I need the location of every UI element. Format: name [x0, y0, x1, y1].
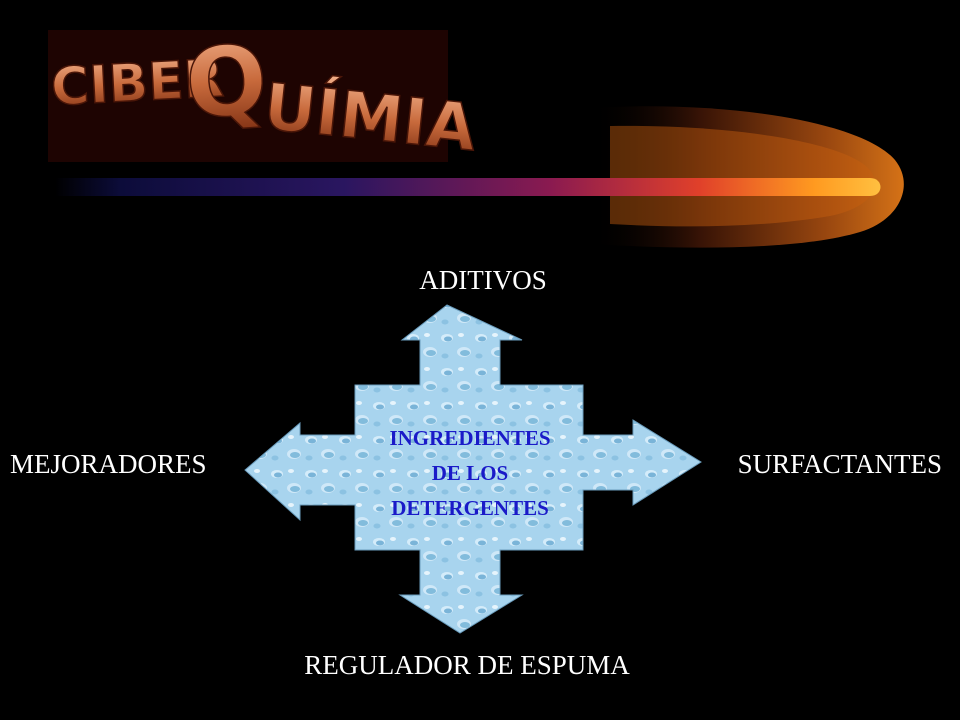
center-line-3: DETERGENTES: [391, 496, 549, 520]
label-regulador-de-espuma: REGULADOR DE ESPUMA: [304, 650, 630, 680]
label-mejoradores: MEJORADORES: [10, 449, 207, 479]
label-surfactantes: SURFACTANTES: [737, 449, 942, 479]
svg-text:CIBER: CIBER: [50, 49, 226, 118]
center-line-1: INGREDIENTES: [389, 426, 551, 450]
ciberquimia-logo: CIBER Q UÍMIA: [49, 23, 481, 167]
logo-backdrop: [48, 30, 448, 162]
label-aditivos: ADITIVOS: [419, 265, 547, 295]
arrow-cross-shape: [244, 304, 702, 634]
comet-inner-glow: [610, 125, 875, 227]
four-way-arrow: [244, 304, 702, 634]
comet-glow: [590, 106, 904, 248]
comet-streak: [55, 178, 881, 196]
svg-text:Q: Q: [182, 24, 271, 141]
center-label: INGREDIENTES DE LOS DETERGENTES: [355, 421, 585, 526]
header-banner: CIBER Q UÍMIA: [48, 23, 904, 248]
center-line-2: DE LOS: [431, 461, 509, 485]
